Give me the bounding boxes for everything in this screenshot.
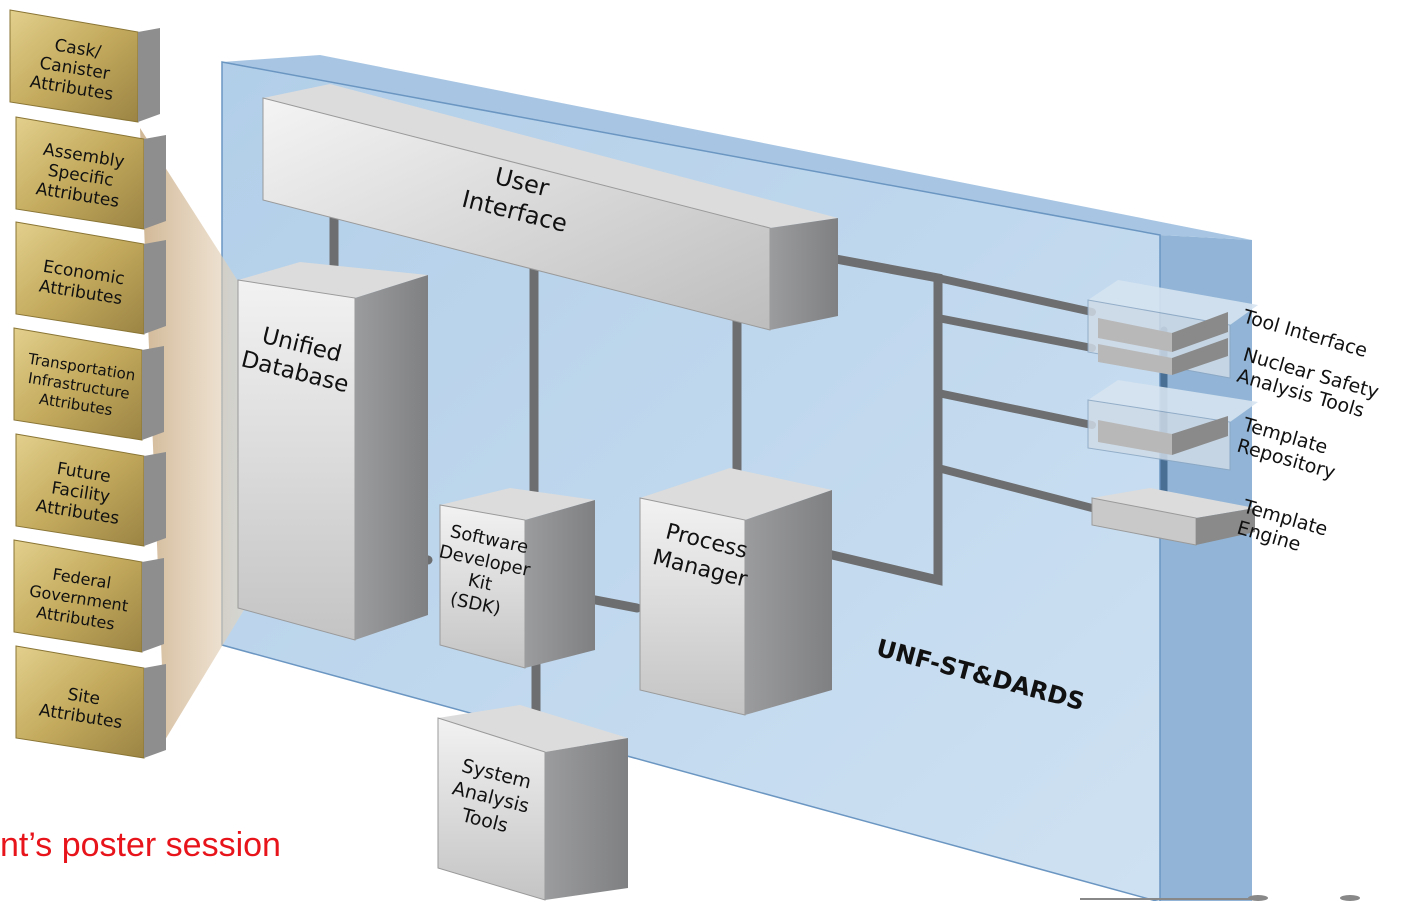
tile-transportation-infrastructure: TransportationInfrastructureAttributes bbox=[13, 327, 164, 441]
system-analysis-tools-box: SystemAnalysisTools bbox=[437, 705, 628, 901]
process-manager-box: ProcessManager bbox=[639, 468, 832, 716]
module-labels: Tool Interface Nuclear SafetyAnalysis To… bbox=[1235, 305, 1382, 556]
tile-assembly-specific: AssemblySpecificAttributes bbox=[15, 116, 166, 230]
tile-cask-canister: Cask/CanisterAttributes bbox=[9, 9, 160, 123]
attribute-tiles: Cask/CanisterAttributes AssemblySpecific… bbox=[9, 9, 166, 759]
connectors bbox=[329, 210, 1168, 750]
unified-database-box: UnifiedDatabase bbox=[237, 262, 428, 641]
sdk-box: SoftwareDeveloperKit(SDK) bbox=[428, 488, 595, 669]
tile-federal-government: FederalGovernmentAttributes bbox=[13, 539, 164, 653]
tile-future-facility: FutureFacilityAttributes bbox=[15, 433, 166, 547]
template-engine-module bbox=[1091, 488, 1255, 546]
tool-interface-module bbox=[1087, 280, 1258, 379]
user-interface-box: UserInterface bbox=[262, 84, 838, 331]
template-repository-module bbox=[1087, 380, 1258, 471]
module-boxes bbox=[1087, 280, 1258, 546]
svg-text:FutureFacilityAttributes: FutureFacilityAttributes bbox=[35, 457, 127, 529]
poster-session-caption: nt’s poster session bbox=[0, 826, 281, 864]
corner-artifact bbox=[1080, 895, 1360, 901]
attributes-fan bbox=[140, 128, 250, 740]
tile-site: SiteAttributes bbox=[15, 645, 166, 759]
tile-economic: EconomicAttributes bbox=[15, 221, 166, 335]
svg-text:SoftwareDeveloperKit(SDK): SoftwareDeveloperKit(SDK) bbox=[428, 520, 537, 624]
